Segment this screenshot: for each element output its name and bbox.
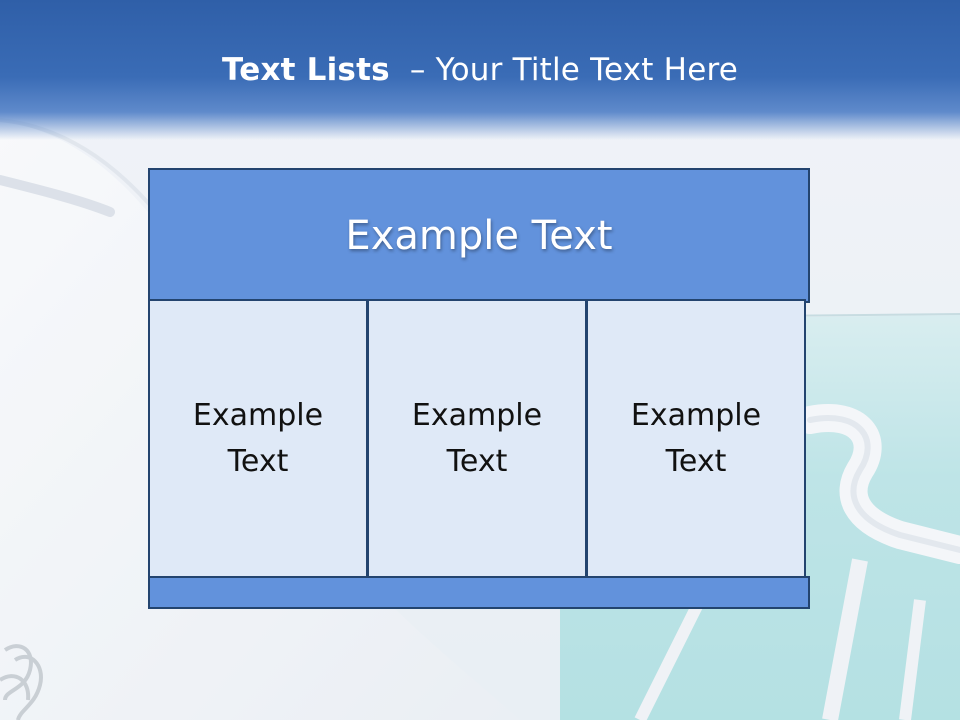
column-text-2-line1: Example	[411, 397, 543, 433]
column-text-2-line2: Text	[446, 443, 508, 479]
column-text-3-line1: Example	[630, 397, 762, 433]
column-box-2: Example Text	[367, 299, 587, 578]
column-box-3: Example Text	[586, 299, 806, 578]
column-box-1: Example Text	[148, 299, 368, 578]
title-band	[0, 0, 960, 140]
text-list-diagram: Example Text Example Text Example Text E…	[148, 168, 810, 609]
column-text-1-line2: Text	[227, 443, 289, 479]
column-text-1: Example Text	[178, 393, 338, 485]
slide-title: Text Lists – Your Title Text Here	[0, 52, 960, 88]
column-text-3-line2: Text	[665, 443, 727, 479]
column-text-3: Example Text	[616, 393, 776, 485]
column-text-2: Example Text	[397, 393, 557, 485]
title-bold-text: Text Lists	[221, 52, 390, 88]
title-subtitle-text: – Your Title Text Here	[409, 52, 739, 88]
header-text: Example Text	[345, 212, 613, 259]
footer-box	[148, 576, 810, 609]
column-text-1-line1: Example	[192, 397, 324, 433]
header-box: Example Text	[148, 168, 810, 303]
